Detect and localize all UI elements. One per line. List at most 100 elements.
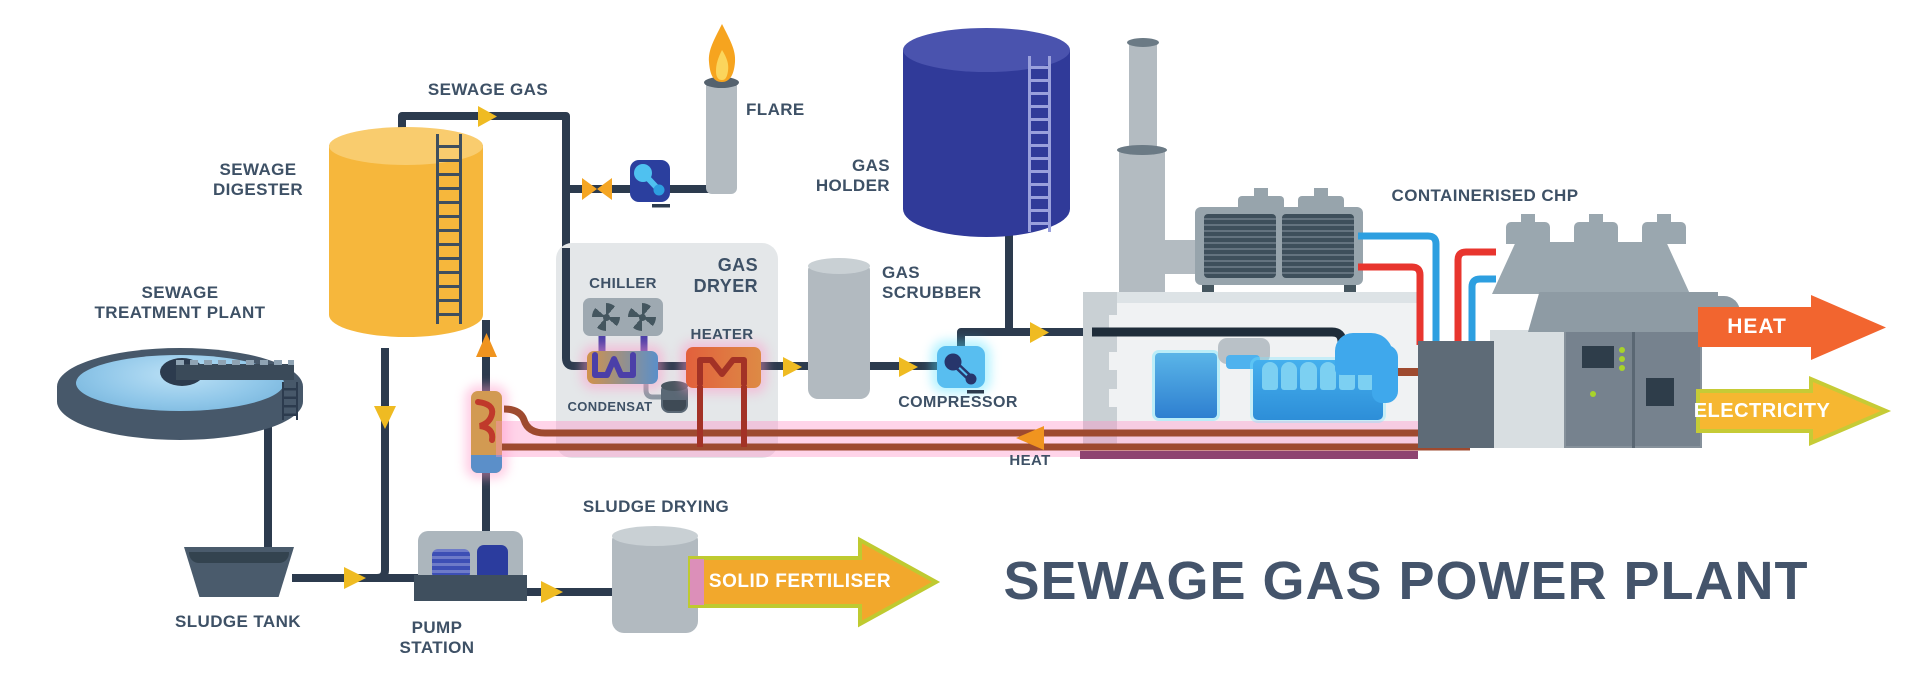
flow-arrow-icon (899, 357, 918, 377)
flow-arrow-up-icon (476, 333, 497, 357)
hot-pipe (1358, 263, 1424, 345)
pump-station-label: PUMP STATION (399, 618, 475, 658)
fertiliser-output-arrow (688, 536, 941, 628)
flow-arrow-icon (541, 581, 563, 603)
heat-arrow-left-icon (1016, 426, 1044, 450)
sewage-digester-label: SEWAGE DIGESTER (212, 160, 304, 200)
cabinet-screen (1582, 346, 1614, 368)
pump-motor (432, 549, 470, 579)
compressor-pulley-icon (944, 353, 984, 394)
condensat-vessel (661, 381, 688, 413)
flow-arrow-icons (344, 106, 1049, 603)
sludge-surface (189, 552, 289, 563)
fertiliser-arrow-label: SOLID FERTILISER (708, 571, 892, 592)
clarifier-railing (176, 360, 294, 365)
vent-cap-nub (1589, 214, 1603, 222)
chp-building-vent-cap (1642, 214, 1686, 244)
containerised-chp-label: CONTAINERISED CHP (1391, 186, 1579, 205)
gas-holder-label: GAS HOLDER (815, 156, 890, 196)
condensat-liquid (663, 400, 686, 411)
engine-heat-stub (1376, 368, 1422, 376)
heater-coil-legs (697, 386, 747, 447)
condensat-vessel-top (661, 381, 688, 391)
sludge-drying-silo-top (612, 526, 698, 546)
container-notch (1109, 389, 1117, 407)
status-led (1619, 356, 1625, 362)
gas-scrubber-tank (808, 266, 870, 399)
chiller-exchanger (587, 351, 658, 384)
flow-arrow-icon (783, 357, 802, 377)
cabinet-door-split (1632, 322, 1635, 448)
heater-label: HEATER (690, 326, 754, 343)
flow-arrow-icon (478, 106, 497, 127)
cabinet-panel (1646, 378, 1674, 406)
chp-chimney-base-rim (1117, 145, 1167, 155)
chiller-label: CHILLER (589, 275, 657, 292)
gas-holder-ladder-icon (1028, 56, 1051, 232)
chimney-duct (1163, 240, 1199, 274)
chp-junction-cabinet (1418, 341, 1494, 448)
condensat-label: CONDENSAT (567, 399, 653, 414)
generator-unit (1155, 353, 1217, 418)
status-led (1619, 347, 1625, 353)
fertiliser-arrow-pink-joint (690, 559, 704, 605)
sludge-heat-exchanger-base (471, 455, 502, 473)
control-cabinet (1564, 322, 1702, 448)
gas-scrubber-top (808, 258, 870, 274)
container-notch (1109, 315, 1117, 333)
cabinet-roof (1528, 292, 1718, 332)
flame-icon (708, 24, 736, 82)
radiator-cap-nub (1254, 188, 1268, 196)
cylinder-rib (1262, 362, 1279, 390)
sludge-drying-silo (612, 536, 698, 633)
radiator-cap-nub (1314, 188, 1328, 196)
condensat-pipe (643, 382, 663, 400)
heat-return-pipe (503, 405, 1470, 437)
sewage-gas-label: SEWAGE GAS (427, 80, 549, 99)
heat-arrow-label: HEAT (1727, 315, 1787, 338)
radiator-grille (1282, 214, 1354, 278)
chp-building-plenum (1492, 242, 1690, 294)
electricity-output-arrow (1696, 375, 1892, 447)
clarifier-walkway (176, 364, 294, 380)
compressor-label: COMPRESSOR (898, 394, 1018, 411)
chp-building-vent-cap (1506, 214, 1550, 244)
engine-intake-down (1372, 345, 1398, 403)
blower-pulley-icon (634, 164, 670, 208)
chp-building-vent-cap (1574, 214, 1618, 244)
electricity-arrow-label: ELECTRICITY (1693, 400, 1831, 422)
sludge-tank-label: SLUDGE TANK (175, 612, 301, 631)
page-title: SEWAGE GAS POWER PLANT (1003, 551, 1809, 611)
fan-icon (592, 303, 620, 331)
chp-chimney-upper (1129, 42, 1157, 152)
flare-stack-rim (704, 77, 739, 88)
heat-return-label: HEAT (1009, 452, 1051, 469)
flare-label: FLARE (746, 100, 805, 119)
cylinder-rib (1300, 362, 1317, 390)
cylinder-rib (1319, 362, 1336, 390)
status-led (1590, 391, 1596, 397)
gas-scrubber-label: GAS SCRUBBER (882, 263, 982, 303)
hot-pipe (1454, 248, 1496, 345)
status-led (1619, 365, 1625, 371)
pump-station-base (414, 575, 527, 601)
chp-chimney-base (1119, 150, 1165, 295)
chp-chimney-upper-rim (1127, 38, 1159, 47)
fan-icon (628, 303, 656, 331)
sludge-tank (184, 547, 294, 597)
gas-dryer-label: GAS DRYER (693, 255, 758, 297)
vent-cap-nub (1521, 214, 1535, 222)
vent-cap-nub (1657, 214, 1671, 222)
valve-icon (582, 178, 612, 200)
flare-stack (706, 82, 737, 194)
chp-water-pipes (1358, 232, 1496, 345)
cold-pipe (1468, 275, 1496, 345)
flow-arrow-icon (1030, 322, 1049, 343)
sludge-drying-label: SLUDGE DRYING (582, 497, 730, 516)
